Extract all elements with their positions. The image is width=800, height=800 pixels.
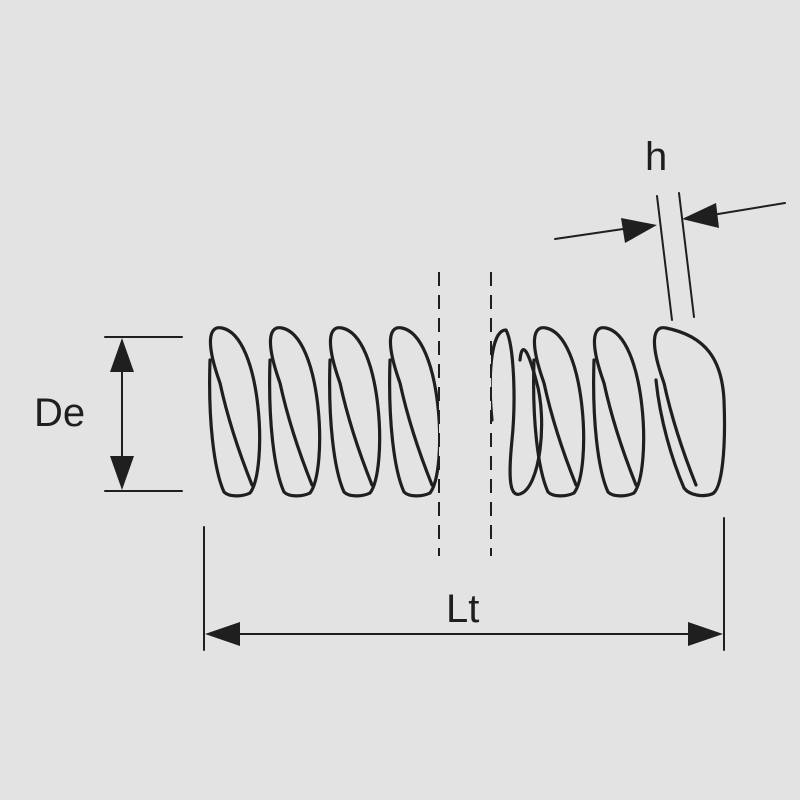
coil-6	[532, 326, 586, 498]
wire-extension-left	[656, 195, 673, 321]
diameter-arrow-up	[110, 338, 134, 372]
diameter-dimension: De	[34, 336, 183, 492]
wire-extension-right	[678, 192, 695, 318]
spring-right-segment	[491, 326, 727, 498]
spring-left-segment	[208, 326, 439, 498]
length-dimension: Lt	[203, 517, 725, 651]
length-arrow-left	[205, 622, 240, 646]
wire-leader-right	[705, 202, 786, 217]
coil-4	[388, 326, 439, 498]
length-label: Lt	[446, 587, 479, 631]
coil-3	[328, 326, 382, 498]
diameter-label: De	[34, 391, 85, 435]
wire-arrow-right	[682, 203, 719, 228]
coil-2	[268, 326, 322, 498]
coil-5	[491, 328, 544, 496]
wire-arrow-left	[621, 218, 657, 243]
diameter-arrow-down	[110, 456, 134, 490]
wire-leader-left	[554, 227, 631, 240]
coil-7	[592, 326, 646, 498]
wire-dimension: h	[554, 135, 786, 321]
coil-1	[208, 326, 262, 498]
coil-8	[652, 326, 727, 498]
wire-label: h	[645, 135, 667, 179]
length-arrow-right	[688, 622, 723, 646]
